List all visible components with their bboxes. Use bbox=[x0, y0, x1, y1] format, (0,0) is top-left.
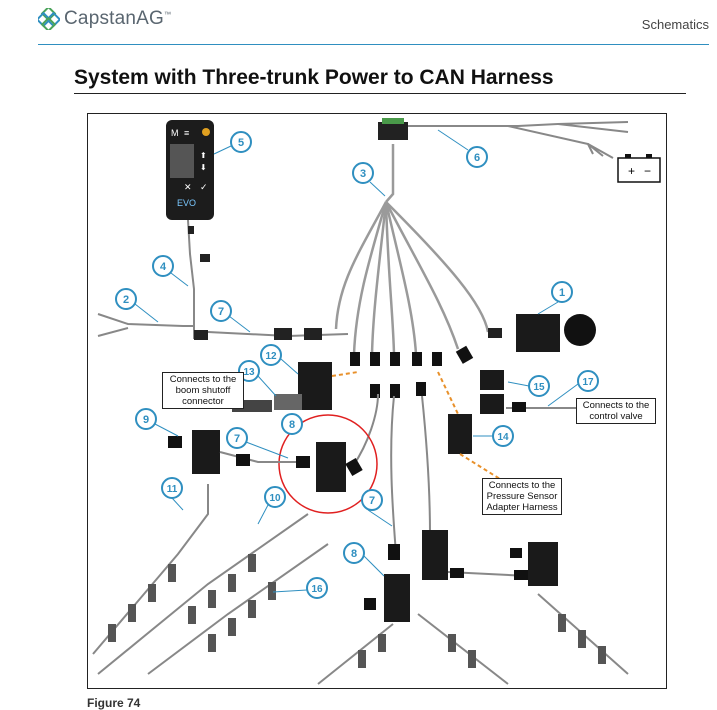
svg-text:17: 17 bbox=[582, 377, 594, 388]
svg-text:≡: ≡ bbox=[184, 128, 189, 138]
svg-text:12: 12 bbox=[265, 351, 277, 362]
marker-6: 6 bbox=[466, 146, 488, 168]
svg-text:4: 4 bbox=[160, 261, 167, 273]
title-divider bbox=[74, 93, 686, 94]
nozzle-bodies bbox=[108, 554, 606, 668]
svg-text:9: 9 bbox=[143, 414, 149, 426]
svg-text:8: 8 bbox=[289, 419, 295, 431]
marker-17: 17 bbox=[577, 370, 599, 392]
svg-text:7: 7 bbox=[218, 306, 224, 318]
marker-8a: 8 bbox=[281, 413, 303, 435]
svg-text:6: 6 bbox=[474, 152, 480, 164]
evo-display: M ≡ ⬆ ⬇ ✕ ✓ EVO bbox=[166, 120, 214, 220]
ecu-module-right bbox=[528, 542, 558, 586]
ecu-module-13 bbox=[298, 362, 332, 410]
marker-3: 3 bbox=[352, 162, 374, 184]
control-valve-callout: Connects to the control valve bbox=[576, 398, 656, 424]
svg-text:⬆: ⬆ bbox=[200, 151, 207, 160]
marker-2: 2 bbox=[115, 288, 137, 310]
marker-5: 5 bbox=[230, 131, 252, 153]
trunk-cables bbox=[334, 144, 490, 355]
marker-13: 12 bbox=[260, 344, 282, 366]
svg-text:10: 10 bbox=[269, 493, 281, 504]
brand-name: CapstanAG™ bbox=[64, 8, 172, 29]
svg-text:2: 2 bbox=[123, 294, 129, 306]
svg-text:⬇: ⬇ bbox=[200, 163, 207, 172]
svg-text:+: + bbox=[628, 164, 635, 178]
battery-icon: + − bbox=[617, 154, 661, 183]
boom-shutoff-callout: Connects to the boom shutoff connector bbox=[162, 372, 244, 409]
pressure-sensor-callout: Connects to the Pressure Sensor Adapter … bbox=[482, 478, 562, 515]
marker-16: 15 bbox=[528, 375, 550, 397]
marker-1: 1 bbox=[551, 281, 573, 303]
marker-7c: 7 bbox=[361, 489, 383, 511]
ecu-module-lower bbox=[422, 530, 448, 580]
battery-harness bbox=[408, 121, 629, 159]
section-label: Schematics bbox=[641, 17, 709, 32]
marker-7b: 7 bbox=[226, 427, 248, 449]
marker-8b: 8 bbox=[343, 542, 365, 564]
svg-text:15: 15 bbox=[533, 382, 545, 393]
svg-text:1: 1 bbox=[559, 287, 565, 299]
ecu-module-15 bbox=[448, 414, 472, 454]
marker-4: 4 bbox=[152, 255, 174, 277]
svg-text:3: 3 bbox=[360, 168, 366, 180]
svg-text:11: 11 bbox=[167, 484, 178, 495]
header-divider bbox=[38, 44, 709, 45]
svg-text:M: M bbox=[171, 128, 179, 138]
svg-text:7: 7 bbox=[234, 433, 240, 445]
antenna-dome bbox=[564, 314, 596, 346]
page-title: System with Three-trunk Power to CAN Har… bbox=[74, 66, 554, 89]
highlight-circle bbox=[278, 414, 378, 514]
trunk-connector bbox=[378, 122, 408, 140]
marker-9: 9 bbox=[135, 408, 157, 430]
power-cable bbox=[97, 313, 194, 327]
schematic-diagram: + − M ≡ ⬆ ⬇ ✕ ✓ EVO bbox=[92, 118, 661, 685]
schematic-figure: + − M ≡ ⬆ ⬇ ✕ ✓ EVO bbox=[87, 113, 667, 689]
ecu-module-1 bbox=[516, 314, 560, 352]
marker-12: 11 bbox=[161, 477, 183, 499]
svg-text:13: 13 bbox=[243, 367, 255, 378]
ecu-module-9 bbox=[192, 430, 220, 474]
svg-text:14: 14 bbox=[497, 432, 509, 443]
svg-text:5: 5 bbox=[238, 137, 244, 149]
ecu-module-8b bbox=[384, 574, 410, 622]
marker-14: 13 bbox=[238, 360, 260, 382]
brand-logo: CapstanAG™ bbox=[38, 8, 171, 30]
marker-15: 14 bbox=[492, 425, 514, 447]
marker-10: 10 bbox=[264, 486, 286, 508]
marker-11: 16 bbox=[306, 577, 328, 599]
capstan-diamond-icon bbox=[38, 8, 60, 30]
display-cable bbox=[187, 219, 195, 339]
figure-caption: Figure 74 bbox=[87, 696, 141, 710]
marker-7a: 7 bbox=[210, 300, 232, 322]
ecu-module-8a bbox=[316, 442, 346, 492]
svg-text:EVO: EVO bbox=[177, 198, 196, 208]
svg-text:−: − bbox=[644, 164, 651, 178]
svg-text:✓: ✓ bbox=[200, 182, 208, 192]
svg-text:8: 8 bbox=[351, 548, 357, 560]
svg-text:✕: ✕ bbox=[184, 182, 192, 192]
svg-text:7: 7 bbox=[369, 495, 375, 507]
svg-text:16: 16 bbox=[311, 584, 323, 595]
